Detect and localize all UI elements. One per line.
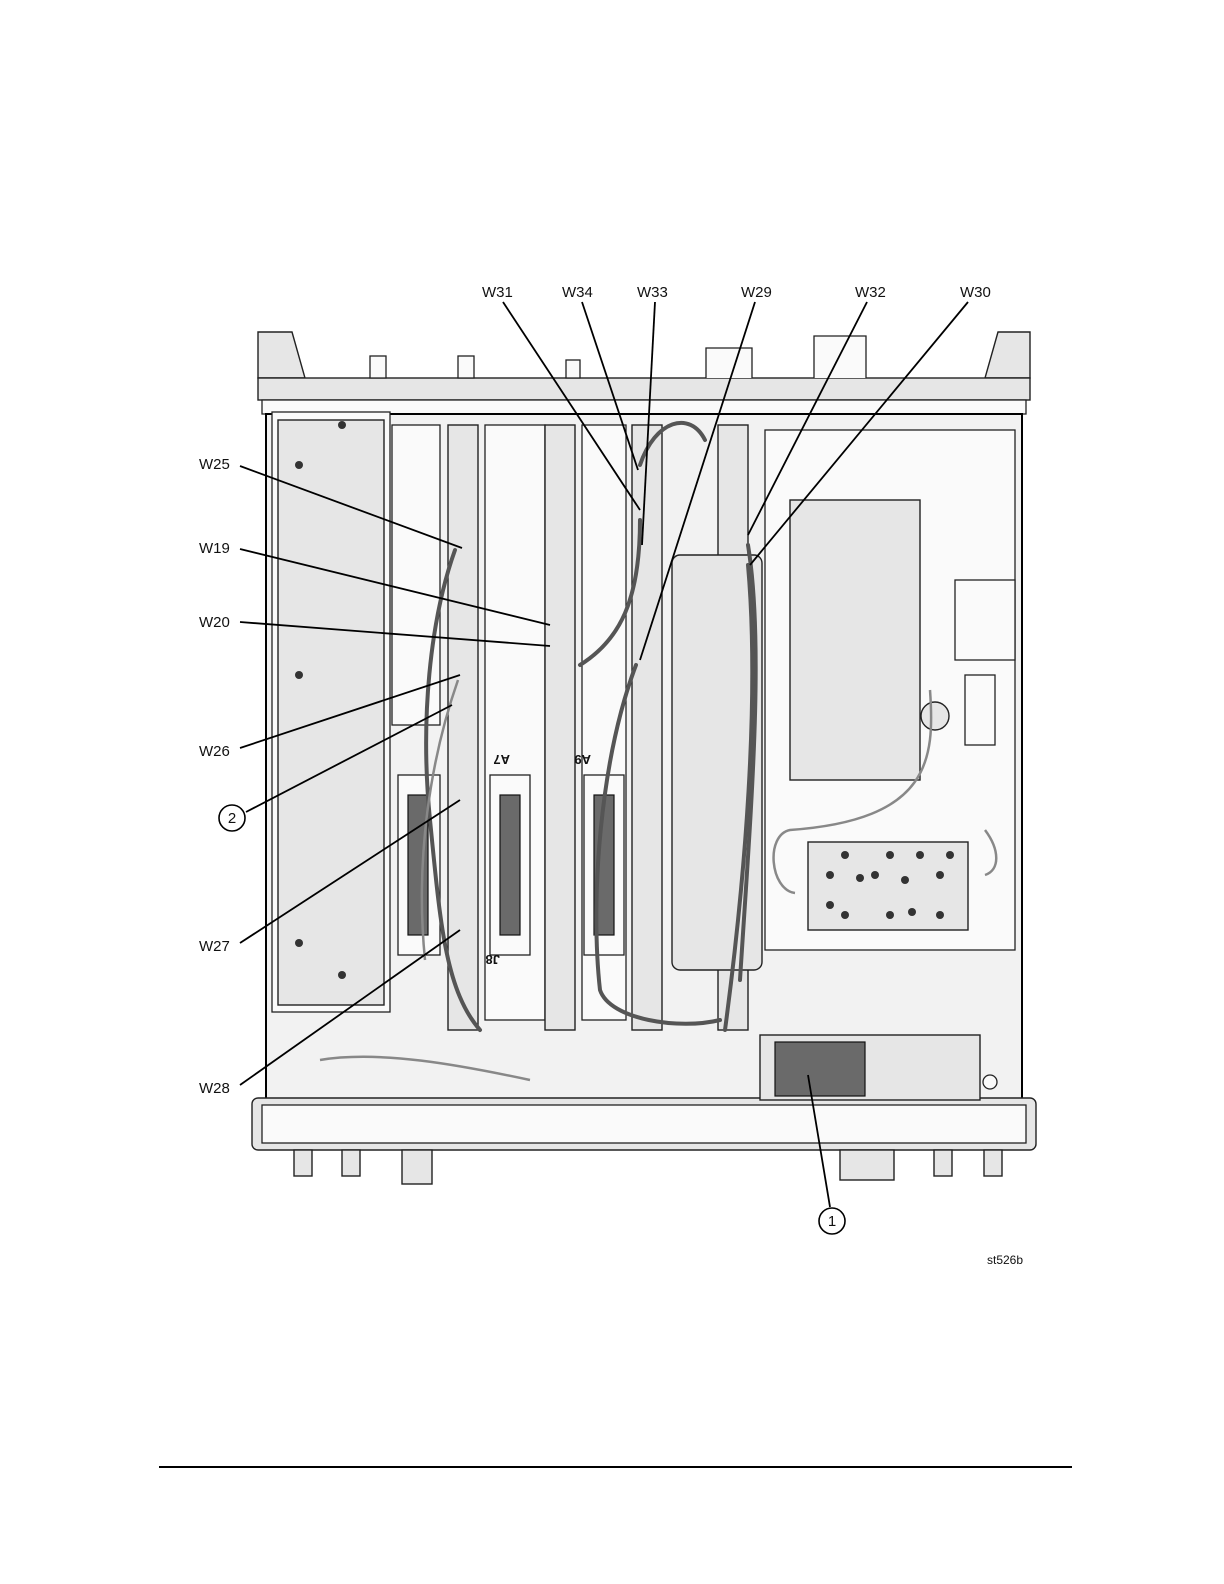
board-label-a9: A9 (574, 752, 591, 767)
label-w33: W33 (637, 284, 668, 301)
top-cable-labels: W31 W34 W33 W29 W32 W30 (482, 284, 991, 301)
figure-id: st526b (987, 1253, 1023, 1267)
label-w26: W26 (199, 743, 230, 760)
callout-1-number: 1 (828, 1213, 836, 1230)
label-w19: W19 (199, 540, 230, 557)
label-w29: W29 (741, 284, 772, 301)
label-w31: W31 (482, 284, 513, 301)
label-w34: W34 (562, 284, 593, 301)
label-w30: W30 (960, 284, 991, 301)
board-label-j8: J8 (486, 952, 500, 967)
board-label-a7: A7 (493, 752, 510, 767)
label-w25: W25 (199, 456, 230, 473)
callout-1: 1 (819, 1208, 845, 1234)
label-w28: W28 (199, 1080, 230, 1097)
label-w20: W20 (199, 614, 230, 631)
label-w32: W32 (855, 284, 886, 301)
label-w27: W27 (199, 938, 230, 955)
callout-2: 2 (219, 805, 245, 831)
callout-2-number: 2 (228, 810, 236, 827)
left-cable-labels: W25 W19 W20 W26 W27 W28 (199, 456, 230, 1097)
footer-rule (159, 1466, 1072, 1468)
